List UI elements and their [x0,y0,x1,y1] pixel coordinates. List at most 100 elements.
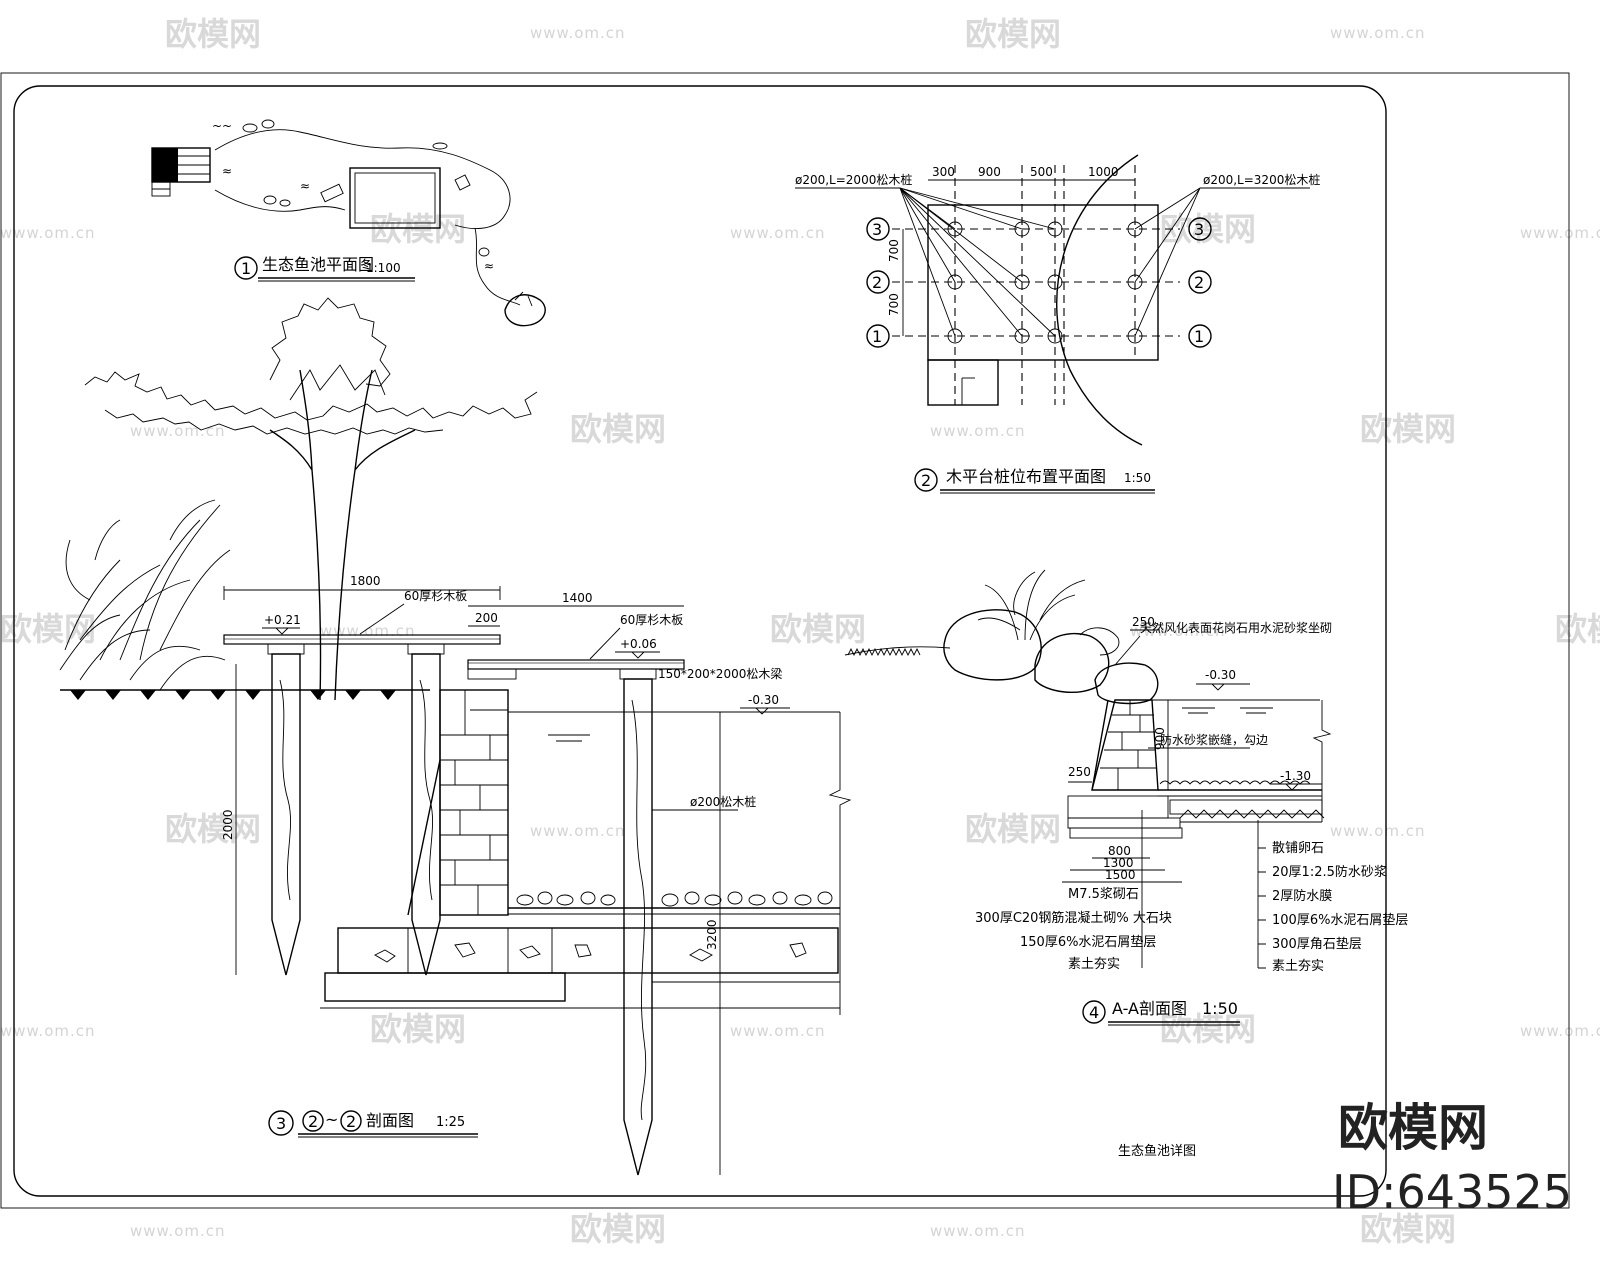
right-note-6: 素土夯实 [1272,959,1324,974]
dim-800: 800 [1108,844,1131,858]
dim-900: 900 [1153,727,1167,750]
dim-500: 500 [1030,165,1053,179]
board-label-2: 60厚杉木板 [620,613,683,627]
section-22-title: 3 2 ~ 2 剖面图 1:25 [268,1110,478,1138]
watermark-brand: 欧模网 [165,15,261,53]
watermark-site: www.om.cn [1520,1022,1600,1040]
dim-700-upper: 700 [887,239,901,262]
watermark-site: www.om.cn [730,224,826,242]
left-note-4: 素土夯实 [1068,957,1120,972]
watermark-site: www.om.cn [930,422,1026,440]
right-note-5: 300厚角石垫层 [1272,936,1362,952]
tree-drawing [84,297,538,701]
timber-piles [271,653,653,1176]
elev-water: -0.30 [1205,668,1236,682]
left-note-3: 150厚6%水泥石屑垫层 [1020,934,1156,950]
dim-300: 300 [932,165,955,179]
pond-outline [214,129,511,229]
right-note-2: 20厚1:2.5防水砂浆 [1272,864,1387,880]
section-ref-right: 2 [346,1112,356,1131]
shrub-drawing [59,499,231,691]
dim-1800: 1800 [350,574,381,588]
left-note-1: M7.5浆砌石 [1068,887,1139,902]
svg-text:≈: ≈ [222,164,232,178]
pile-label-right: ø200,L=3200松木桩 [1203,172,1320,187]
section-aa-scale: 1:50 [1202,999,1238,1018]
pile-markers [947,221,1143,344]
watermark-brand: 欧模网 [770,610,866,648]
dim-1400: 1400 [562,591,593,605]
svg-text:~: ~ [325,1110,338,1129]
axis-label-2: 2 [872,273,882,292]
pile-plan-title-text: 木平台桩位布置平面图 [946,467,1106,486]
stone-note: 天然风化表面花岗石用水泥砂浆坐砌 [1140,620,1332,635]
watermark-brand: 欧模网 [570,1210,666,1248]
dim-200: 200 [475,611,498,625]
watermark-site: www.om.cn [1330,822,1426,840]
pond-plan-title-text: 生态鱼池平面图 [262,255,374,274]
pond-plan-view: ~~ ≈ ≈ ≈ 1 生态鱼池平面图 1:100 [151,119,546,327]
svg-text:~~: ~~ [212,119,232,133]
view-number: 1 [241,259,251,278]
pile-plan-view: ø200,L=2000松木桩 ø200,L=3200松木桩 300 900 50… [795,154,1320,494]
elev-021: +0.21 [264,613,301,627]
watermark-brand: 欧模网 [370,1010,466,1048]
brand-id-text: ID:643525 [1332,1165,1572,1219]
axis-label-1: 1 [1194,327,1204,346]
ground-line [60,689,430,700]
masonry-wall [1091,699,1159,791]
dim-250-left: 250 [1068,765,1091,779]
brand-logo-text: 欧模网 [1338,1099,1488,1157]
axis-label-1: 1 [872,327,882,346]
pond-plan-scale: 1:100 [366,261,401,275]
watermark-site: www.om.cn [730,1022,826,1040]
dim-2000: 2000 [221,809,235,840]
pile-plan-scale: 1:50 [1124,471,1151,485]
pile-label-left: ø200,L=2000松木桩 [795,172,912,187]
sheet-frame [0,72,1570,1209]
watermark-brand: 欧模网 [1555,610,1600,648]
section-aa-view: 250 250 900 800 1300 1500 -0.30 -1.30 天然… [844,569,1408,1026]
watermark-site: www.om.cn [530,24,626,42]
right-note-1: 散铺卵石 [1272,841,1324,856]
elev-bottom: -1.30 [1280,769,1311,783]
elev-neg030: -0.30 [748,693,779,707]
deck-board-lower [467,659,685,670]
dim-1000: 1000 [1088,165,1119,179]
right-note-3: 2厚防水膜 [1272,888,1332,904]
axis-label-3: 3 [872,220,882,239]
view-number: 2 [921,471,931,490]
foundation-blocks [320,927,840,1009]
boulders [943,609,1159,705]
drawing-footer: 生态鱼池详图 [1118,1143,1196,1159]
watermark-site: www.om.cn [0,224,96,242]
watermark-brand: 欧模网 [965,15,1061,53]
pile-plan-title: 2 木平台桩位布置平面图 1:50 [914,467,1155,494]
section-22-view: 1800 1400 200 2000 3200 60厚杉木板 60厚杉木板 +0… [59,297,852,1176]
axis-label-3: 3 [1194,220,1204,239]
section-22-scale: 1:25 [436,1115,465,1130]
fish-platform-square [349,167,441,229]
watermark-brand: 欧模网 [965,810,1061,848]
axis-label-2: 2 [1194,273,1204,292]
elev-006: +0.06 [620,637,657,651]
left-layer-notes: M7.5浆砌石 300厚C20钢筋混凝土砌% 大石块 150厚6%水泥石屑垫层 … [975,810,1172,972]
watermark-layer: 欧模网 www.om.cn 欧模网 www.om.cn www.om.cn 欧模… [0,15,1600,1248]
watermark-brand: 欧模网 [1360,1210,1456,1248]
brand-watermark: 欧模网 ID:643525 [1332,1099,1572,1219]
beam-label: 150*200*2000松木梁 [658,666,782,681]
dim-250-top: 250 [1132,615,1155,629]
dim-700-lower: 700 [887,293,901,316]
view-number: 4 [1089,1003,1099,1022]
section-ref-left: 2 [308,1112,318,1131]
watermark-site: www.om.cn [130,1222,226,1240]
watermark-brand: 欧模网 [165,810,261,848]
right-layer-notes: 散铺卵石 20厚1:2.5防水砂浆 2厚防水膜 100厚6%水泥石屑垫层 300… [1257,820,1408,974]
section-aa-title-text: A-A剖面图 [1112,999,1187,1018]
watermark-site: www.om.cn [0,1022,96,1040]
dim-1500: 1500 [1105,868,1136,882]
view-number: 3 [276,1114,286,1133]
left-note-2: 300厚C20钢筋混凝土砌% 大石块 [975,910,1172,926]
dim-900: 900 [978,165,1001,179]
